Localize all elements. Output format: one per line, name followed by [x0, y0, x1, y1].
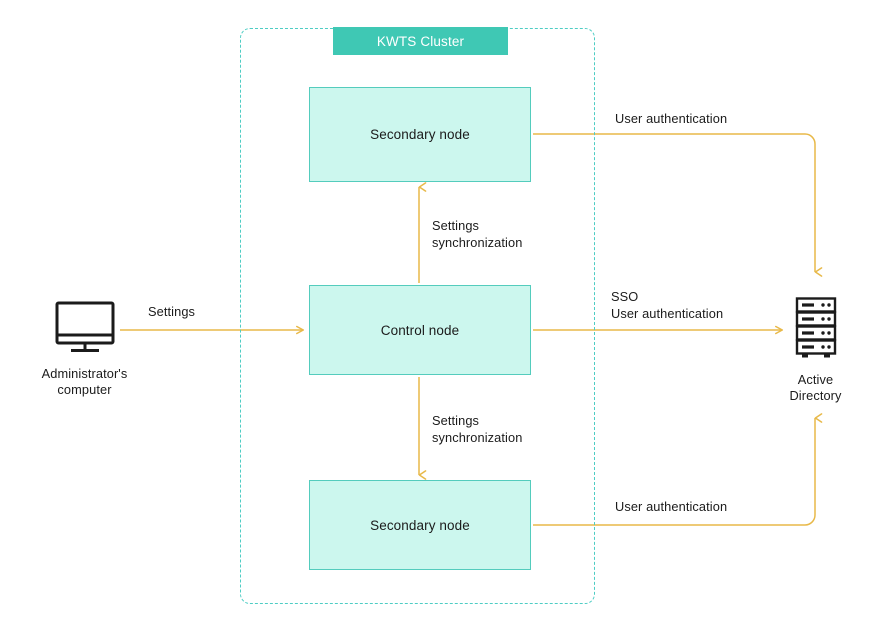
- node-secondary-bottom-label: Secondary node: [370, 517, 470, 533]
- node-control[interactable]: Control node: [309, 285, 531, 375]
- cluster-title-label: KWTS Cluster: [376, 33, 465, 49]
- connector-label-sync-top: Settings synchronization: [432, 218, 523, 250]
- node-control-label: Control node: [380, 322, 460, 338]
- monitor-icon: [55, 301, 114, 352]
- endpoint-administrator-computer-label: Administrator's computer: [41, 366, 128, 397]
- connector-label-auth-top: User authentication: [615, 111, 728, 126]
- endpoint-active-directory: Active Directory: [763, 296, 868, 404]
- server-rack-icon: [795, 297, 836, 358]
- endpoint-active-directory-label: Active Directory: [789, 372, 842, 403]
- connector-label-settings: Settings: [148, 304, 196, 319]
- connector-label-auth-bottom: User authentication: [615, 499, 728, 514]
- endpoint-administrator-computer: Administrator's computer: [22, 300, 147, 398]
- connector-label-sso: SSO User authentication: [611, 289, 724, 321]
- node-secondary-top[interactable]: Secondary node: [309, 87, 531, 182]
- node-secondary-bottom[interactable]: Secondary node: [309, 480, 531, 570]
- connector-label-sync-bottom: Settings synchronization: [432, 413, 523, 445]
- node-secondary-top-label: Secondary node: [370, 127, 470, 142]
- cluster-title-chip: KWTS Cluster: [333, 27, 508, 55]
